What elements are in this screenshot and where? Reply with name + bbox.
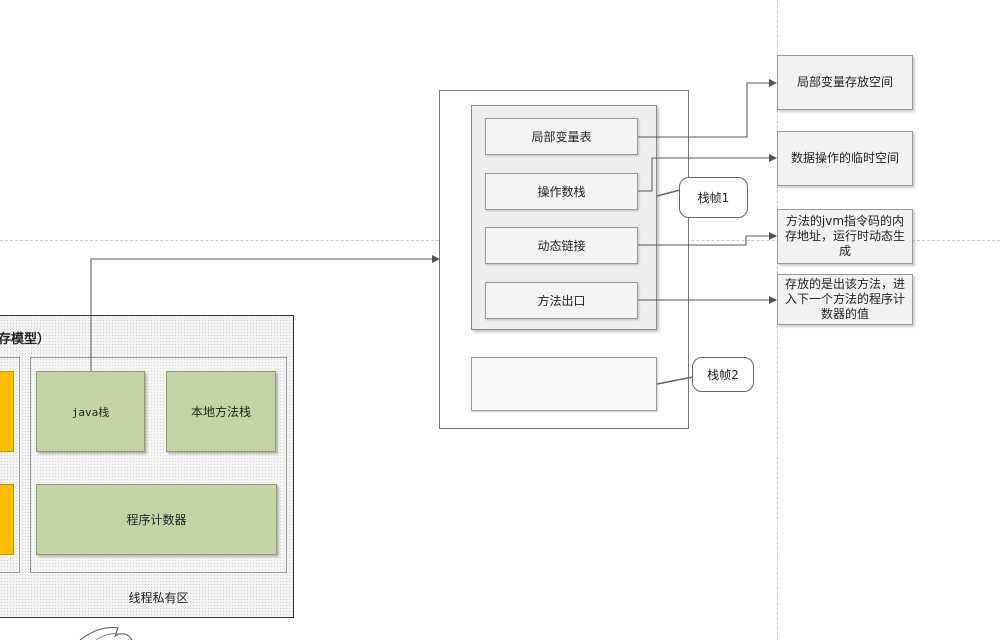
dynamic-link-note-text: 方法的jvm指令码的内存地址，运行时动态生成 <box>784 214 905 258</box>
shared-area-block-bottom <box>0 484 14 555</box>
temp-space-note: 数据操作的临时空间 <box>777 131 913 186</box>
shared-area-block-top <box>0 371 14 452</box>
local-variable-space-note: 局部变量存放空间 <box>777 55 913 110</box>
method-exit-note-text: 存放的是出该方法，进入下一个方法的程序计数器的值 <box>784 277 905 321</box>
operand-stack-label: 操作数栈 <box>537 185 586 199</box>
temp-space-note-text: 数据操作的临时空间 <box>790 151 899 165</box>
stack-frame-2-callout-tail <box>656 376 694 385</box>
dynamic-link-note: 方法的jvm指令码的内存地址，运行时动态生成 <box>777 209 913 264</box>
shared-area-border <box>0 357 20 573</box>
thread-private-area-label: 线程私有区 <box>128 590 189 605</box>
local-variable-space-note-text: 局部变量存放空间 <box>796 75 893 89</box>
jvm-memory-model-title: 存模型） <box>0 332 51 347</box>
stack-frame-2-callout-label: 栈帧2 <box>707 368 739 382</box>
java-stack-connector <box>90 255 440 371</box>
java-stack-box: java栈 <box>36 371 145 452</box>
program-counter-label: 程序计数器 <box>126 513 187 527</box>
stack-frame-1-callout-tail <box>656 189 681 197</box>
local-variable-table-label: 局部变量表 <box>531 130 592 144</box>
program-counter-box: 程序计数器 <box>36 484 277 555</box>
stack-frame-2-callout: 栈帧2 <box>692 357 754 392</box>
dynamic-linking-slot: 动态链接 <box>485 227 638 264</box>
method-exit-slot: 方法出口 <box>485 282 638 319</box>
jvm-memory-model-box <box>0 315 294 618</box>
method-exit-note: 存放的是出该方法，进入下一个方法的程序计数器的值 <box>777 274 913 325</box>
native-method-stack-box: 本地方法栈 <box>166 371 276 452</box>
local-variable-table-slot: 局部变量表 <box>485 118 638 155</box>
stack-frame-2 <box>471 357 657 411</box>
stack-frame-1-callout: 栈帧1 <box>679 177 748 218</box>
operand-stack-slot: 操作数栈 <box>485 173 638 210</box>
stack-frame-1-callout-label: 栈帧1 <box>697 191 730 205</box>
operand-stack-connector <box>638 154 777 192</box>
dynamic-link-connector <box>638 232 777 246</box>
java-stack-label: java栈 <box>71 405 110 419</box>
local-var-connector <box>638 79 777 138</box>
dynamic-linking-label: 动态链接 <box>537 239 586 253</box>
method-exit-label: 方法出口 <box>537 294 586 308</box>
native-method-stack-label: 本地方法栈 <box>190 405 251 419</box>
